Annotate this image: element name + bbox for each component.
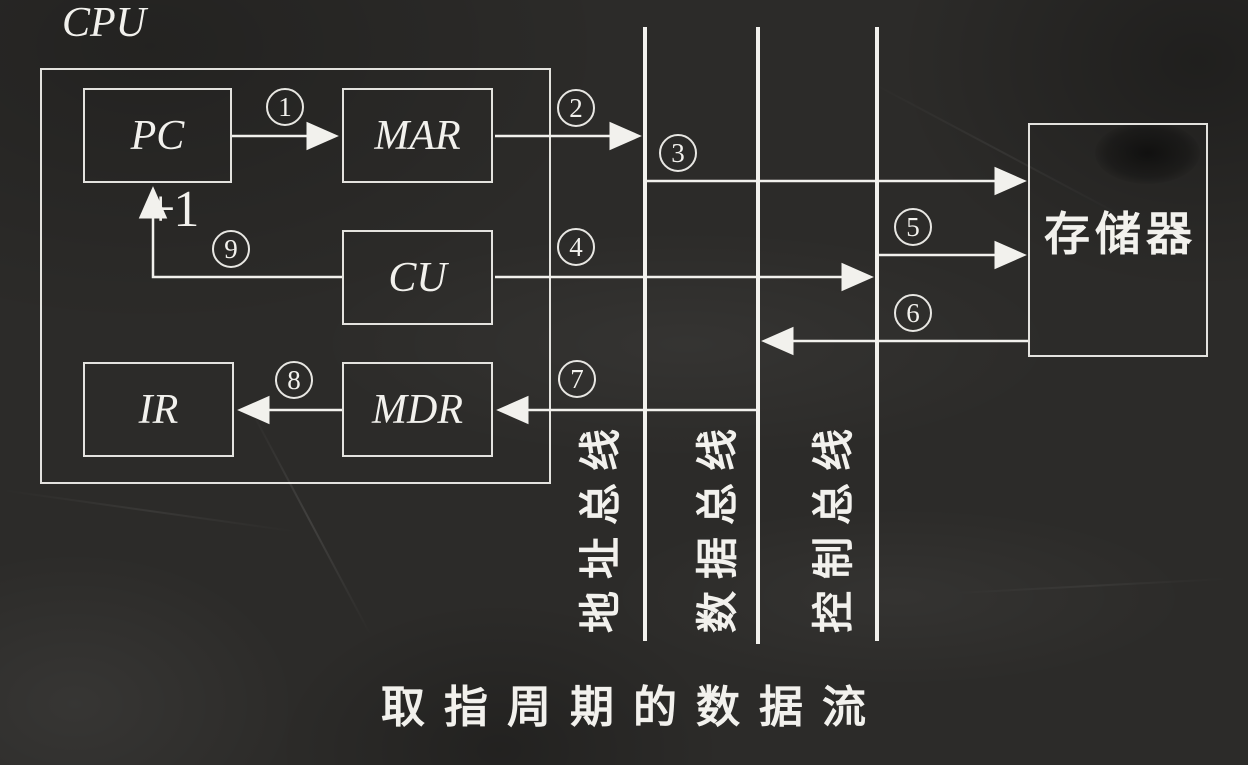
arrow-9-cu-to-pc <box>138 186 342 279</box>
pc-label: PC <box>130 112 185 159</box>
cpu-box <box>40 68 551 484</box>
step-4-badge: 4 <box>557 228 595 266</box>
step-4-number: 4 <box>569 231 583 262</box>
register-mar-box: MAR <box>342 88 493 183</box>
step-2-number: 2 <box>569 92 583 123</box>
memory-label: 存储器 <box>1044 207 1197 261</box>
step-8-number: 8 <box>287 364 301 395</box>
step-7-badge: 7 <box>558 360 596 398</box>
step-3-number: 3 <box>671 137 685 168</box>
control-unit-box: CU <box>342 230 493 325</box>
step-9-badge: 9 <box>212 230 250 268</box>
control-bus-label: 控制总线 <box>809 416 858 634</box>
step-1-number: 1 <box>278 91 292 122</box>
step-1-badge: 1 <box>266 88 304 126</box>
register-ir-box: IR <box>83 362 234 457</box>
data-bus-label: 数据总线 <box>693 416 742 634</box>
step-8-badge: 8 <box>275 361 313 399</box>
step-7-number: 7 <box>570 363 584 394</box>
eraser-smudge <box>1095 122 1200 184</box>
step-6-number: 6 <box>906 297 920 328</box>
step-5-number: 5 <box>906 211 920 242</box>
register-pc-box: PC <box>83 88 232 183</box>
step-9-number: 9 <box>224 233 238 264</box>
step-5-badge: 5 <box>894 208 932 246</box>
cpu-label: CPU <box>62 0 146 46</box>
mdr-label: MDR <box>372 386 463 433</box>
register-mdr-box: MDR <box>342 362 493 457</box>
address-bus-label: 地址总线 <box>576 416 625 634</box>
step-6-badge: 6 <box>894 294 932 332</box>
step-3-badge: 3 <box>659 134 697 172</box>
diagram-title: 取指周期的数据流 <box>381 682 885 733</box>
ir-label: IR <box>138 386 179 433</box>
step-2-badge: 2 <box>557 89 595 127</box>
mar-label: MAR <box>374 112 461 159</box>
increment-label: +1 <box>146 181 199 238</box>
memory-box: 存储器 <box>1028 123 1208 357</box>
cu-label: CU <box>388 254 447 301</box>
